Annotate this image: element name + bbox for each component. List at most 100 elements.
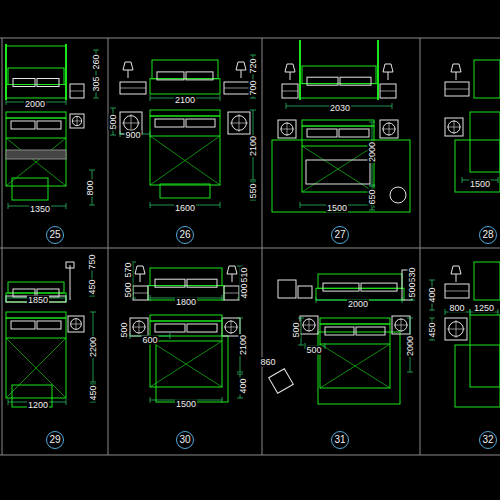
dimension-text: 860 (259, 358, 276, 367)
circle (303, 319, 315, 331)
line (90, 402, 96, 403)
dimension-text: 500 (408, 281, 417, 298)
outline (272, 140, 410, 212)
line (89, 296, 95, 297)
outline (224, 82, 250, 94)
line (286, 103, 287, 109)
outline (6, 318, 66, 398)
line (498, 177, 499, 183)
line (392, 103, 393, 109)
line (320, 344, 390, 345)
outline (120, 82, 146, 94)
dimension-text: 400 (239, 377, 248, 394)
outline (474, 60, 500, 98)
outline (150, 268, 222, 286)
panel-number-circle: 31 (331, 431, 349, 449)
outline (306, 160, 370, 184)
line (290, 72, 291, 80)
line (250, 98, 256, 99)
line (298, 345, 304, 346)
line (150, 341, 222, 387)
line (320, 344, 390, 388)
outline (228, 112, 250, 134)
lamp-shade (123, 62, 133, 70)
line (369, 122, 375, 123)
line (139, 320, 140, 334)
outline (156, 336, 228, 402)
line (6, 138, 66, 139)
line (389, 122, 390, 136)
line (90, 382, 96, 383)
outline (12, 178, 48, 200)
dimension-text: 500 (124, 281, 133, 298)
outline (152, 60, 218, 79)
outline (6, 112, 66, 118)
dimension-text: 500 (120, 321, 129, 338)
line (66, 399, 67, 405)
line (407, 372, 413, 373)
dimension-text: 500 (109, 113, 118, 130)
line (150, 95, 151, 101)
outline (6, 312, 66, 318)
line (6, 138, 66, 186)
outline (445, 284, 469, 298)
outline (155, 279, 185, 287)
circle (390, 187, 406, 203)
dimension-text: 800 (448, 304, 465, 313)
dimension-text: 2100 (239, 334, 248, 356)
outline (37, 79, 59, 87)
line (133, 293, 148, 294)
circle (448, 121, 460, 133)
outline (157, 72, 184, 80)
dimension-text: 260 (92, 53, 101, 70)
panel-number-circle: 30 (176, 431, 194, 449)
line (300, 202, 301, 208)
outline (6, 150, 66, 159)
circle (281, 123, 293, 135)
outline (392, 316, 410, 334)
line (66, 99, 67, 105)
line (224, 293, 239, 294)
outline (307, 129, 337, 137)
line (456, 274, 457, 282)
outline (6, 118, 66, 186)
line (120, 131, 121, 137)
line (0, 455, 500, 456)
line (6, 338, 66, 339)
lamp-shade (227, 266, 237, 274)
dimension-text: 400 (428, 286, 437, 303)
dimension-text: 600 (141, 336, 158, 345)
dimension-text: 500 (305, 346, 322, 355)
line (320, 344, 390, 388)
line (429, 318, 435, 319)
dimension-text: 1250 (473, 304, 495, 313)
lamp-shade (451, 64, 461, 72)
dimension-text: 450 (88, 278, 97, 295)
panel-number-circle: 32 (479, 431, 497, 449)
outline (302, 120, 374, 126)
outline (66, 262, 74, 268)
outline (298, 286, 312, 298)
lamp-shade (135, 266, 145, 274)
line (237, 318, 243, 319)
circle (383, 123, 395, 135)
line (498, 309, 499, 315)
outline (150, 116, 220, 185)
outline (323, 283, 359, 291)
line (89, 170, 95, 171)
outline (340, 77, 371, 85)
dimension-text: 750 (88, 253, 97, 270)
line (302, 146, 374, 192)
line (70, 265, 71, 300)
line (6, 295, 7, 301)
outline (278, 120, 296, 138)
panel-number: 30 (179, 435, 190, 445)
dimension-text: 2100 (249, 135, 258, 157)
line (401, 318, 402, 332)
line (302, 146, 374, 192)
line (388, 72, 389, 80)
outline (187, 324, 217, 332)
outline (282, 84, 298, 98)
outline (445, 82, 469, 96)
